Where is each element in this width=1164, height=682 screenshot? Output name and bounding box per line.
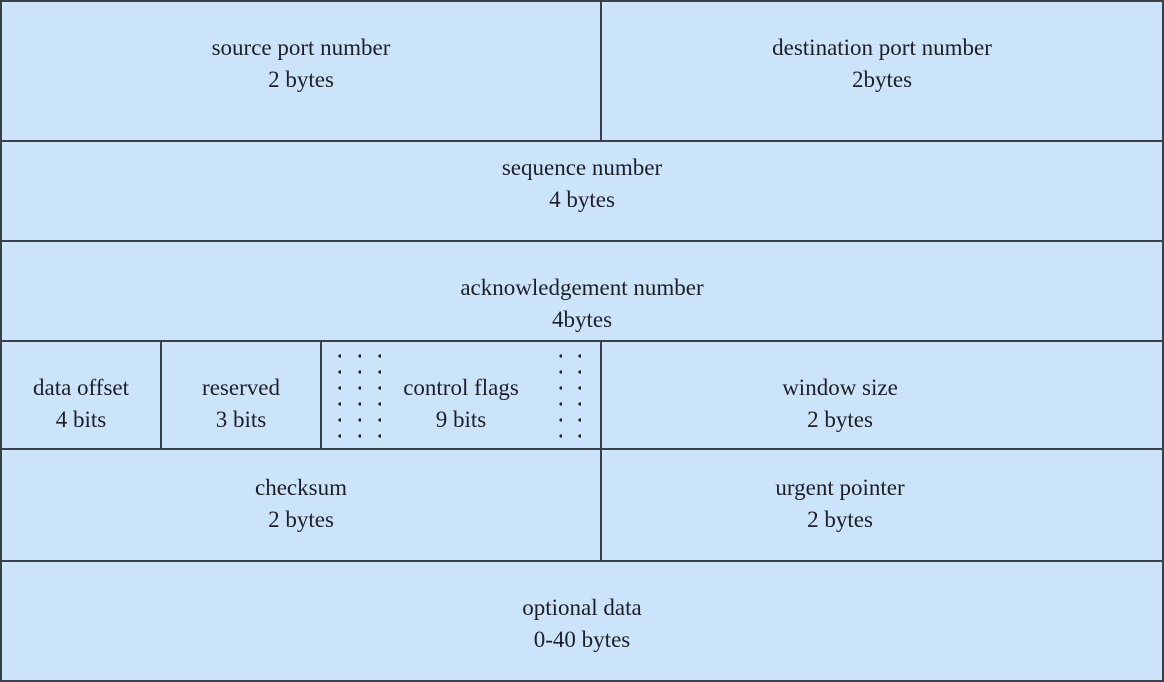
acknowledgement-number-size: 4bytes [551, 307, 613, 332]
urgent-pointer-size: 2 bytes [807, 507, 873, 532]
reserved-name: reserved [202, 375, 280, 400]
urgent-pointer-name: urgent pointer [775, 475, 905, 500]
flag-separator-dots [378, 348, 381, 450]
data-offset-field: data offset 4 bits [0, 340, 162, 450]
optional-data-name: optional data [522, 595, 642, 620]
sequence-number-field: sequence number 4 bytes [0, 140, 1164, 242]
checksum-name: checksum [255, 475, 347, 500]
checksum-size: 2 bytes [268, 507, 334, 532]
data-offset-size: 4 bits [55, 407, 107, 432]
source-port-name: source port number [211, 35, 391, 60]
control-flags-name: control flags [403, 375, 519, 400]
destination-port-size: 2bytes [851, 67, 913, 92]
flag-separator-dots [358, 348, 361, 450]
acknowledgement-number-name: acknowledgement number [460, 275, 704, 300]
sequence-number-name: sequence number [501, 155, 663, 180]
reserved-size: 3 bits [215, 407, 267, 432]
optional-data-field: optional data 0-40 bytes [0, 560, 1164, 682]
acknowledgement-number-field: acknowledgement number 4bytes [0, 240, 1164, 342]
control-flags-field: control flags 9 bits [320, 340, 602, 450]
checksum-field: checksum 2 bytes [0, 448, 602, 562]
sequence-number-size: 4 bytes [549, 187, 615, 212]
optional-data-size: 0-40 bytes [533, 627, 631, 652]
window-size-size: 2 bytes [807, 407, 873, 432]
urgent-pointer-field: urgent pointer 2 bytes [600, 448, 1164, 562]
window-size-name: window size [782, 375, 898, 400]
destination-port-name: destination port number [772, 35, 992, 60]
window-size-field: window size 2 bytes [600, 340, 1164, 450]
reserved-field: reserved 3 bits [160, 340, 322, 450]
data-offset-name: data offset [32, 375, 129, 400]
flag-separator-dots [578, 348, 581, 450]
destination-port-field: destination port number 2bytes [600, 0, 1164, 142]
flag-separator-dots [559, 348, 562, 450]
source-port-field: source port number 2 bytes [0, 0, 602, 142]
source-port-size: 2 bytes [268, 67, 334, 92]
flag-separator-dots [338, 348, 341, 450]
control-flags-size: 9 bits [435, 407, 487, 432]
